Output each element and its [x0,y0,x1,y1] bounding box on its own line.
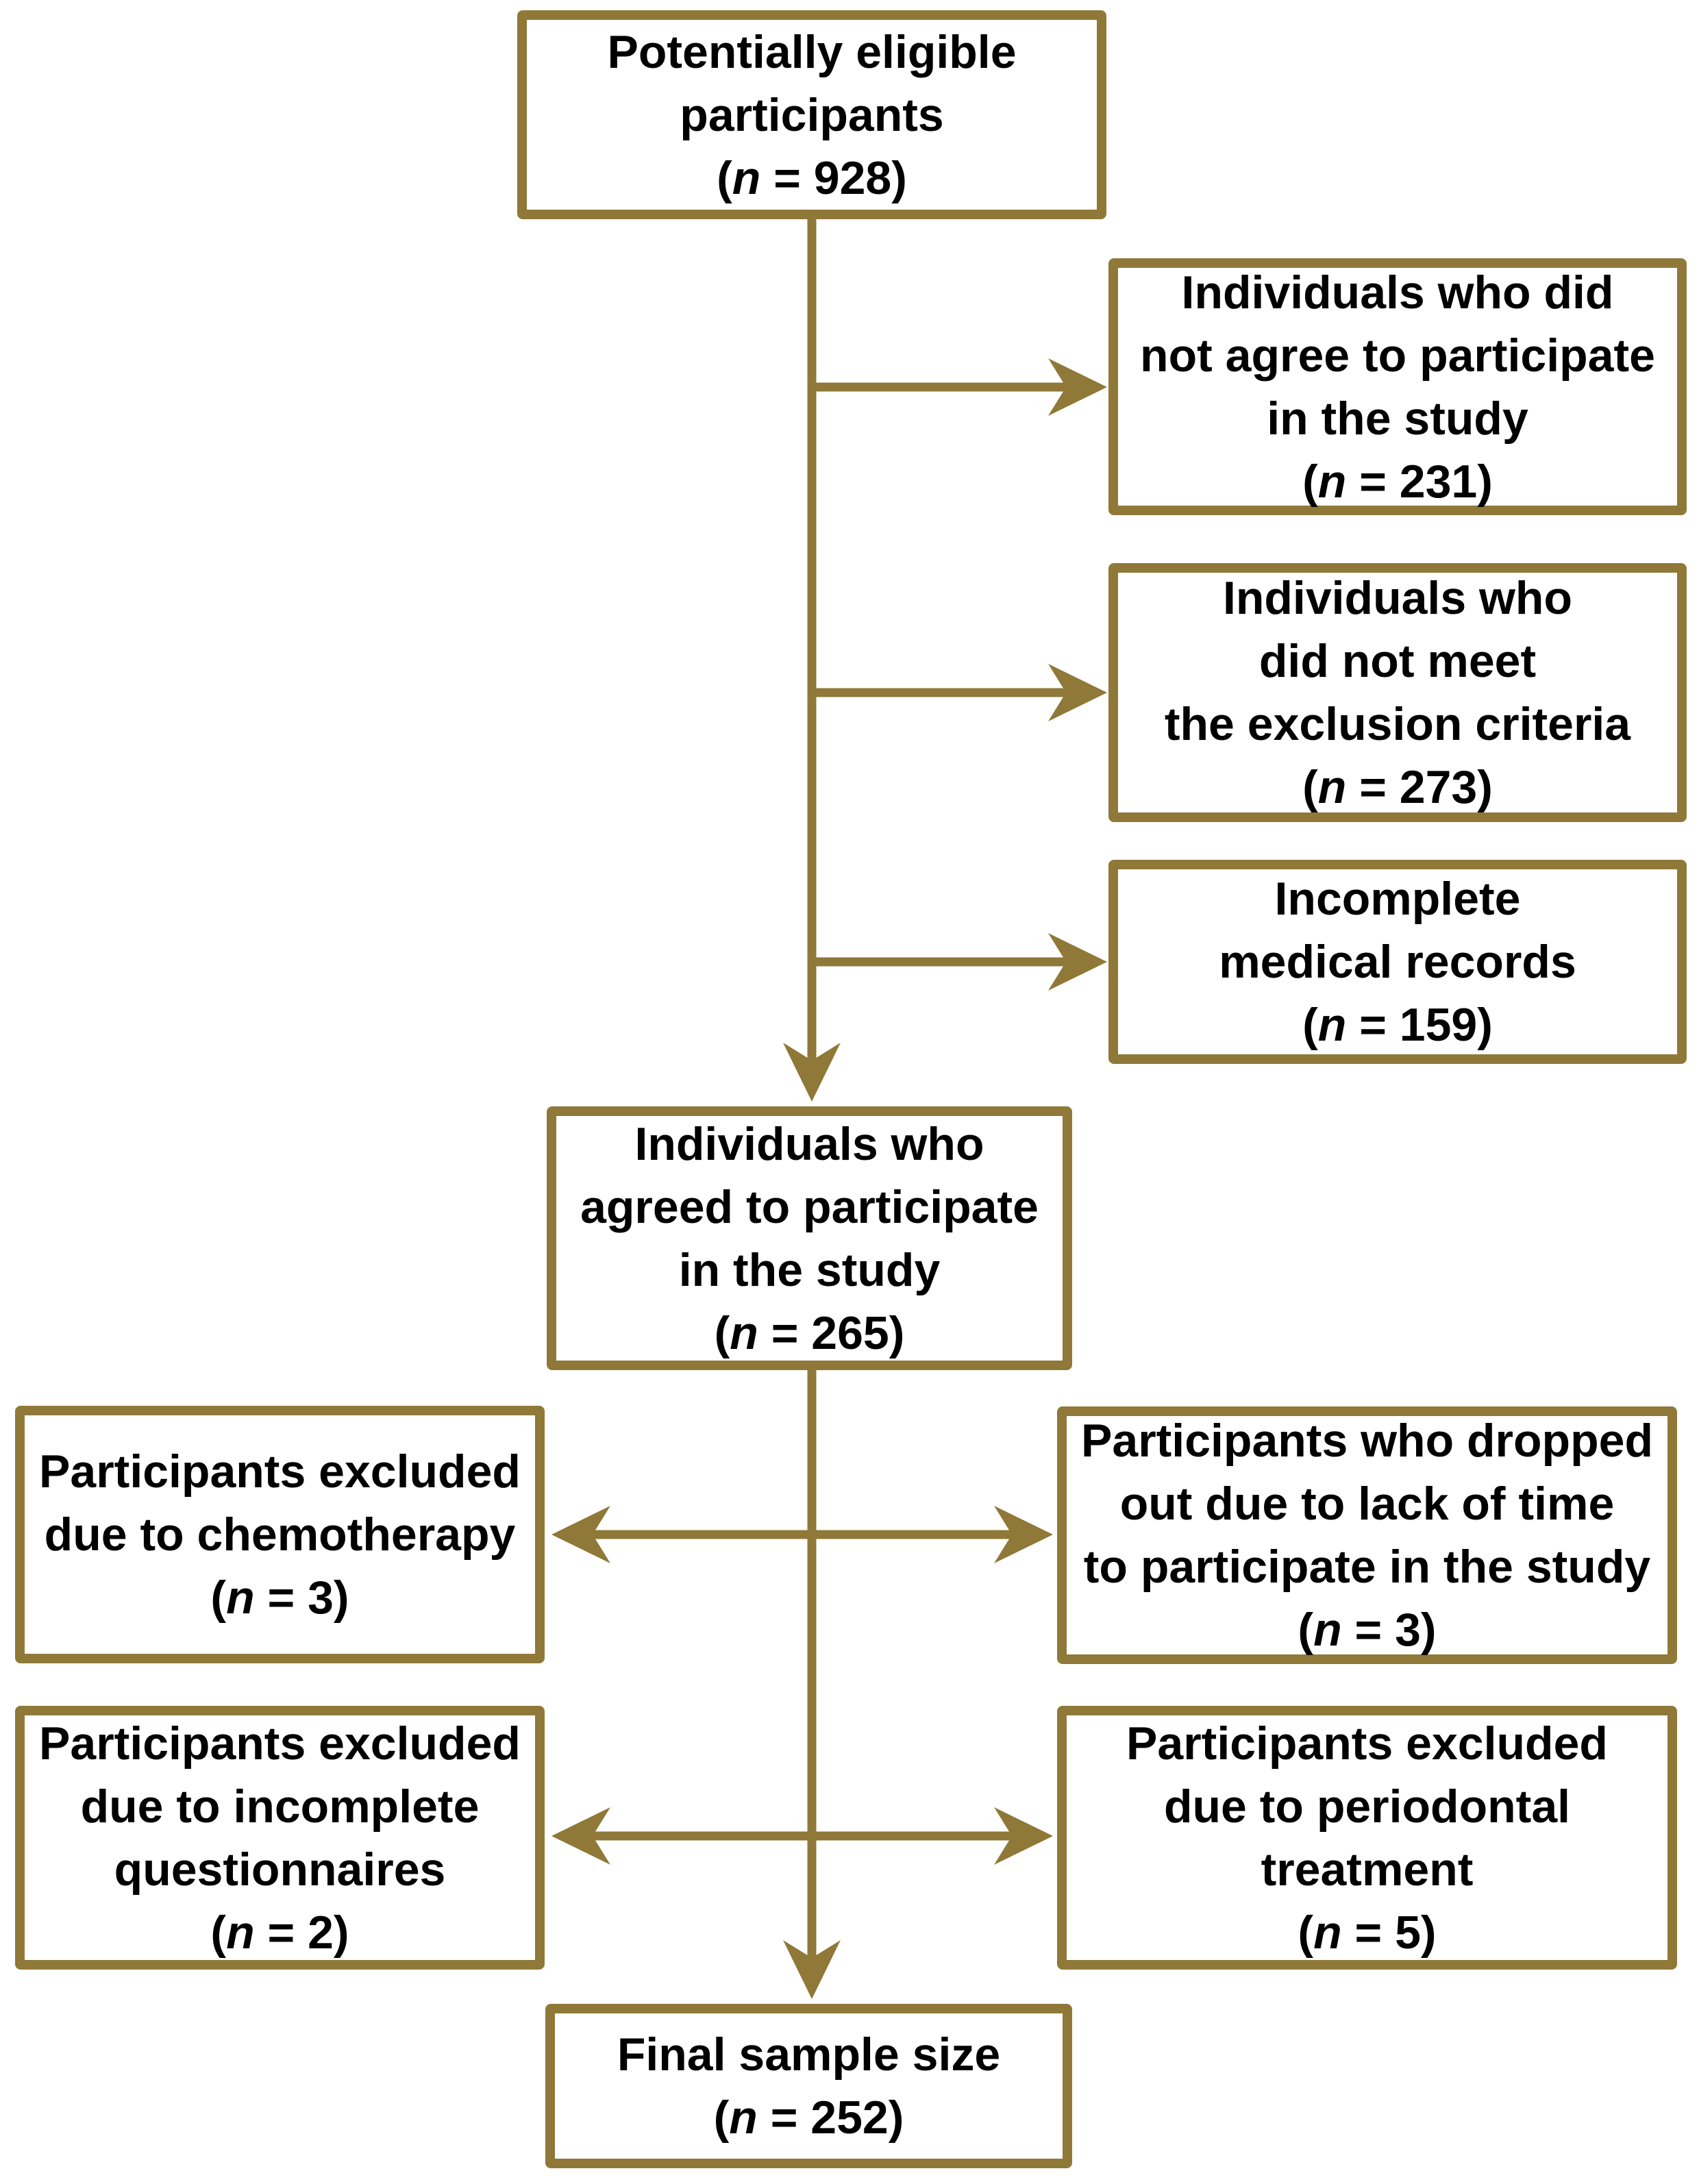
n-prefix: ( [1302,999,1318,1051]
arrowhead-down-to-agreed-icon [783,1043,841,1102]
box-text-line: to participate in the study [1083,1541,1651,1593]
box-text-line: agreed to participate [580,1180,1039,1233]
flow-box-did-not-agree: Individuals who did not agree to partici… [1108,258,1687,515]
n-value: = 273) [1346,761,1493,813]
n-symbol: n [1317,999,1347,1051]
arrowhead-left-questionnaires-icon [551,1807,610,1865]
n-value: = 5) [1341,1906,1437,1959]
flow-box-final-sample-size: Final sample size (n = 252) [545,2004,1072,2168]
flow-box-excluded-periodontal-treatment: Participants excluded due to periodontal… [1057,1706,1677,1970]
n-value: = 231) [1346,455,1493,508]
box-text-line: Participants excluded [1126,1717,1608,1770]
n-symbol: n [730,1306,758,1359]
n-value: = 159) [1346,999,1493,1051]
n-value: = 2) [254,1906,349,1959]
box-text-line: participants [680,88,944,141]
n-symbol: n [226,1906,255,1959]
n-prefix: ( [717,151,732,204]
n-prefix: ( [714,1306,730,1359]
box-text-line: in the study [1267,392,1528,445]
sample-size-label: (n = 2) [210,1901,349,1964]
sample-size-label: (n = 273) [1302,756,1493,819]
box-text-line: Participants excluded [39,1445,521,1498]
box-text-line: in the study [678,1243,941,1296]
arrowhead-right-periodontal-icon [994,1807,1053,1865]
arrowhead-right-dropout-icon [994,1506,1053,1563]
box-text-line: Individuals who did [1181,266,1614,319]
box-text-line: questionnaires [114,1843,446,1896]
box-text-line: due to chemotherapy [44,1509,516,1561]
flow-box-excluded-chemotherapy: Participants excluded due to chemotherap… [15,1406,545,1663]
flow-box-agreed-to-participate: Individuals who agreed to participate in… [547,1106,1072,1370]
sample-size-label: (n = 265) [715,1302,905,1365]
arrowhead-right-records-icon [1048,933,1107,991]
box-text-line: Participants excluded [39,1717,521,1770]
box-text-line: Final sample size [617,2028,1001,2081]
flow-box-exclusion-criteria: Individuals who did not meet the exclusi… [1108,563,1687,822]
sample-size-label: (n = 159) [1302,993,1493,1056]
box-text-line: Potentially eligible [607,25,1017,78]
box-text-line: Individuals who [1222,572,1573,624]
flow-box-incomplete-records: Incomplete medical records (n = 159) [1108,860,1687,1064]
n-value: = 265) [758,1306,905,1359]
box-text-line: not agree to participate [1140,329,1655,382]
n-value: = 252) [757,2092,904,2144]
flow-box-potentially-eligible: Potentially eligible participants (n = 9… [517,10,1106,219]
n-symbol: n [1317,455,1347,508]
sample-size-label: (n = 5) [1298,1901,1436,1964]
n-prefix: ( [210,1572,227,1624]
sample-size-label: (n = 3) [1298,1598,1436,1661]
box-text-line: Incomplete [1274,873,1521,925]
n-prefix: ( [1298,1906,1314,1959]
box-text-line: due to periodontal [1163,1780,1571,1833]
flow-box-excluded-incomplete-questionnaires: Participants excluded due to incomplete … [15,1706,545,1970]
box-text-line: Individuals who [634,1117,984,1170]
sample-size-label: (n = 231) [1302,450,1493,513]
box-text-line: treatment [1261,1843,1474,1896]
n-prefix: ( [713,2092,730,2144]
box-text-line: Participants who dropped [1081,1415,1653,1467]
box-text-line: did not meet [1258,635,1537,687]
n-value: = 928) [760,151,907,204]
sample-size-label: (n = 252) [714,2086,904,2149]
n-symbol: n [1313,1906,1342,1959]
n-prefix: ( [210,1906,227,1959]
n-prefix: ( [1302,455,1318,508]
n-symbol: n [1313,1604,1342,1656]
n-symbol: n [226,1572,255,1624]
n-value: = 3) [1341,1604,1437,1656]
flow-box-dropped-out-lack-of-time: Participants who dropped out due to lack… [1057,1406,1677,1664]
n-symbol: n [729,2092,758,2144]
n-symbol: n [732,151,761,204]
box-text-line: due to incomplete [80,1780,480,1833]
arrowhead-down-to-final-icon [783,1940,841,1999]
n-prefix: ( [1302,761,1318,813]
sample-size-label: (n = 3) [210,1566,349,1629]
box-text-line: out due to lack of time [1119,1478,1615,1530]
box-text-line: the exclusion criteria [1164,698,1631,750]
n-value: = 3) [254,1572,349,1624]
arrowhead-left-chemo-icon [551,1506,610,1563]
sample-size-label: (n = 928) [717,147,907,210]
arrowhead-right-not-agree-icon [1048,358,1107,416]
arrowhead-right-exclusion-icon [1048,664,1107,721]
n-symbol: n [1317,761,1347,813]
box-text-line: medical records [1219,936,1576,988]
n-prefix: ( [1298,1604,1314,1656]
